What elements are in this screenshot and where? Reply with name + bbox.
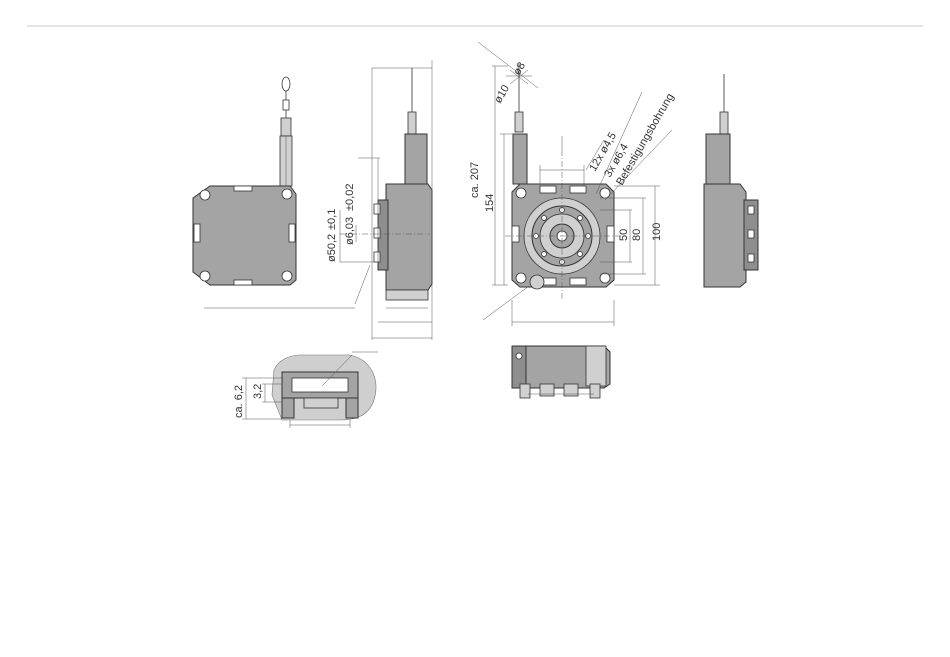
wire-sleeve bbox=[281, 118, 291, 136]
dim-50: 50 bbox=[618, 229, 630, 241]
view-side-left: ±0,02 ±0,1 ø50,2 ø6,03 bbox=[326, 60, 432, 340]
dim-ca-207: ca. 207 bbox=[469, 162, 481, 198]
view-front: ø8 ø10 ca. 207 154 12x ø4,5 3x ø6,4 Befe… bbox=[469, 42, 677, 326]
wire-clip bbox=[283, 100, 289, 110]
dim-tol-02: ±0,02 bbox=[344, 184, 356, 211]
dim-154: 154 bbox=[484, 194, 496, 212]
dim-d-50-2: ø50,2 bbox=[326, 234, 338, 262]
housing-right bbox=[704, 184, 746, 287]
housing-side bbox=[386, 184, 432, 290]
view-bottom bbox=[512, 346, 610, 398]
dim-ca-6-2: ca. 6,2 bbox=[233, 385, 245, 418]
housing-back bbox=[193, 186, 296, 285]
dim-tol-01: ±0,1 bbox=[326, 209, 338, 230]
dim-100: 100 bbox=[651, 223, 663, 241]
dim-d-8: ø8 bbox=[511, 60, 528, 77]
view-back bbox=[193, 77, 355, 308]
dim-3-2: 3,2 bbox=[252, 384, 264, 399]
dim-80: 80 bbox=[631, 229, 643, 241]
view-detail-profile: ca. 6,2 3,2 bbox=[233, 352, 378, 428]
view-side-right bbox=[704, 74, 758, 287]
dim-d-6-03: ø6,03 bbox=[344, 217, 356, 245]
tube-housing bbox=[405, 134, 427, 184]
label-befestigungsbohrung: Befestigungsbohrung bbox=[614, 91, 676, 187]
wire-loop bbox=[282, 77, 290, 91]
